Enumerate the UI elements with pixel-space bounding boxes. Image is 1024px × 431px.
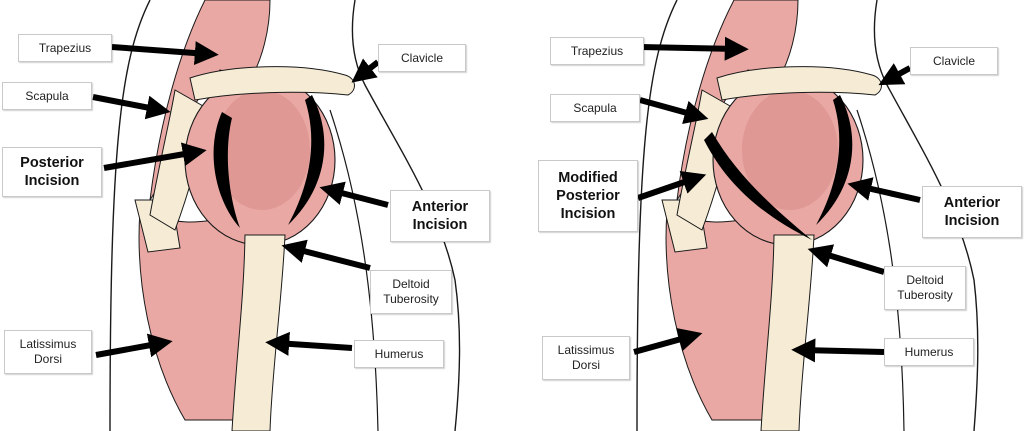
clavicle-bone bbox=[716, 66, 882, 101]
body-outline bbox=[109, 0, 151, 431]
deltoid-tuberosity-arrow bbox=[281, 239, 371, 271]
deltoid-tuberosity-arrow bbox=[807, 244, 885, 275]
anterior-incision-label: Anterior Incision bbox=[390, 190, 490, 242]
clavicle-bone bbox=[189, 66, 355, 101]
trapezius-arrow bbox=[111, 41, 219, 66]
posterior-incision-mark bbox=[213, 112, 240, 228]
clavicle-label: Clavicle bbox=[910, 47, 998, 75]
latissimus-dorsi-label: Latissimus Dorsi bbox=[542, 336, 630, 380]
anterior-incision-label: Anterior Incision bbox=[922, 186, 1022, 238]
humerus-arrow bbox=[265, 331, 353, 356]
anterior-incision-mark bbox=[816, 95, 853, 225]
deltoid-tuberosity-label: Deltoid Tuberosity bbox=[884, 266, 966, 310]
modified-posterior-incision-mark bbox=[704, 132, 812, 240]
scapula-arrow bbox=[92, 94, 171, 120]
trapezius-label: Trapezius bbox=[18, 34, 112, 62]
scapula-label: Scapula bbox=[2, 82, 92, 110]
callout-arrows bbox=[633, 36, 921, 363]
diagram-left-panel: Trapezius Clavicle Scapula Posterior Inc… bbox=[2, 0, 490, 431]
humerus-label: Humerus bbox=[884, 338, 974, 366]
latissimus-dorsi-label: Latissimus Dorsi bbox=[4, 330, 92, 374]
trapezius-label: Trapezius bbox=[550, 37, 644, 65]
clavicle-label: Clavicle bbox=[378, 44, 466, 72]
posterior-incision-label: Posterior Incision bbox=[2, 147, 102, 197]
shoulder-illustration-right bbox=[633, 0, 979, 431]
latissimus-dorsi-arrow bbox=[633, 327, 703, 355]
deltoid-tuberosity-label: Deltoid Tuberosity bbox=[370, 270, 452, 314]
posterior-incision-arrow bbox=[103, 142, 207, 171]
clavicle-arrow bbox=[351, 58, 380, 83]
callout-arrows bbox=[92, 41, 389, 358]
humerus-bone bbox=[231, 234, 286, 431]
humerus-arrow bbox=[791, 338, 885, 363]
arm-outline bbox=[329, 109, 379, 431]
arm-outline bbox=[856, 109, 905, 431]
latissimus-dorsi-arrow bbox=[95, 333, 173, 358]
anterior-incision-arrow bbox=[847, 177, 921, 203]
anterior-incision-mark bbox=[288, 95, 325, 225]
humerus-label: Humerus bbox=[354, 340, 444, 368]
clavicle-arrow bbox=[878, 63, 912, 86]
anterior-incision-arrow bbox=[319, 181, 389, 208]
modified-posterior-incision-label: Modified Posterior Incision bbox=[538, 160, 638, 232]
body-outline bbox=[636, 0, 678, 431]
scapula-arrow bbox=[639, 97, 709, 125]
scapula-label: Scapula bbox=[550, 94, 640, 122]
shoulder-illustration-left bbox=[92, 0, 461, 431]
humerus-bone bbox=[760, 234, 815, 431]
posterior-incision-arrow bbox=[637, 170, 707, 201]
trapezius-arrow bbox=[639, 36, 749, 61]
diagram-right-panel: Trapezius Clavicle Scapula Modified Post… bbox=[512, 0, 1024, 431]
